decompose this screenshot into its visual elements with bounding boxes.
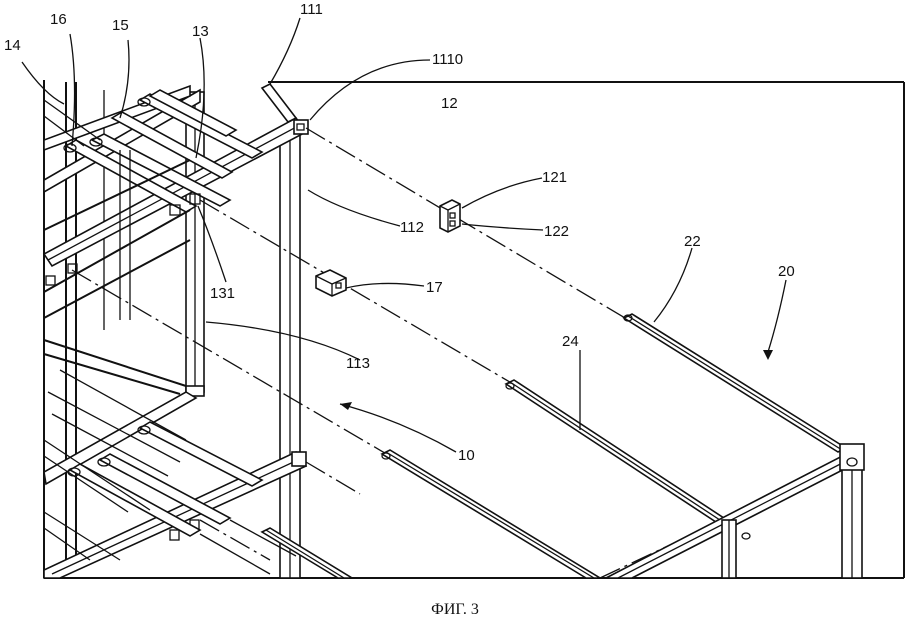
drawing-border <box>43 80 905 579</box>
right-frame-assembly <box>260 313 865 579</box>
callout-122: 122 <box>544 223 569 240</box>
leader-lines <box>21 17 787 453</box>
callout-17: 17 <box>426 279 443 296</box>
callout-112: 112 <box>400 219 424 236</box>
callout-24: 24 <box>562 333 579 350</box>
callout-22: 22 <box>684 233 701 250</box>
callout-16: 16 <box>50 11 67 28</box>
connector-17 <box>315 269 347 297</box>
callout-1110: 1110 <box>432 51 463 68</box>
callout-15: 15 <box>112 17 129 34</box>
callout-111: 111 <box>300 1 323 18</box>
callout-113: 113 <box>346 355 370 372</box>
callout-14: 14 <box>4 37 21 54</box>
callout-13: 13 <box>192 23 209 40</box>
callout-12: 12 <box>441 95 458 112</box>
callout-labels: 14 16 15 13 111 1110 12 121 122 112 131 … <box>4 1 795 464</box>
figure-caption: ФИГ. 3 <box>431 601 479 618</box>
callout-131: 131 <box>210 285 235 302</box>
connector-12 <box>439 199 461 233</box>
left-frame-assembly <box>42 82 309 579</box>
callout-121: 121 <box>542 169 567 186</box>
callout-10: 10 <box>458 447 475 464</box>
callout-20: 20 <box>778 263 795 280</box>
